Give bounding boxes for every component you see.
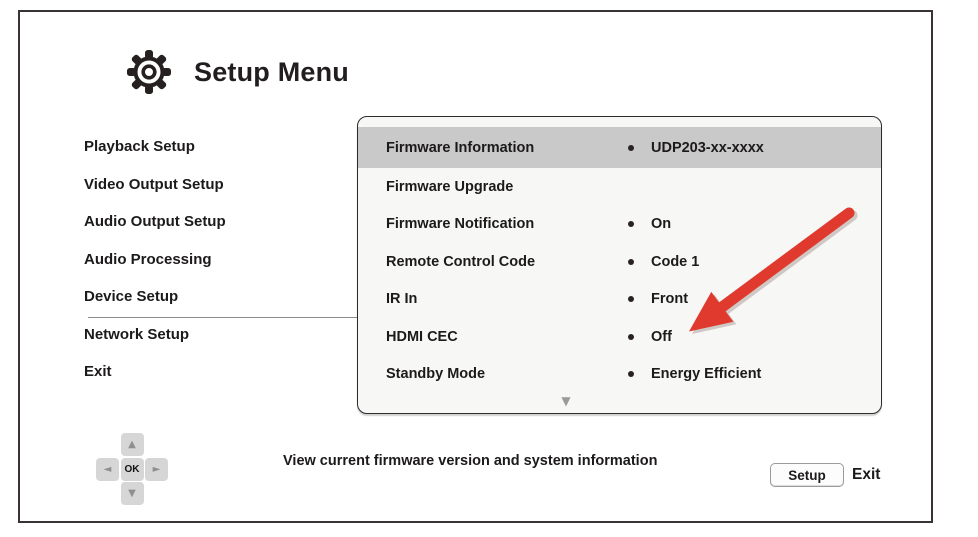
setting-row-firmware-notification[interactable]: Firmware Notification On <box>358 206 881 244</box>
settings-rows: Firmware Information UDP203-xx-xxxx Firm… <box>358 127 881 393</box>
dpad-right-button[interactable]: ► <box>145 457 168 481</box>
settings-panel: Firmware Information UDP203-xx-xxxx Firm… <box>357 116 882 414</box>
setting-label: Firmware Information <box>386 139 535 156</box>
setting-value: Code 1 <box>651 253 700 270</box>
setting-row-firmware-upgrade[interactable]: Firmware Upgrade <box>358 168 881 206</box>
sidebar-divider <box>88 317 360 318</box>
sidebar-item-label: Playback Setup <box>84 138 195 156</box>
bullet-icon <box>628 333 634 340</box>
sidebar-item-label: Network Setup <box>84 325 190 343</box>
setting-label: Firmware Notification <box>386 216 535 233</box>
scroll-down-icon[interactable]: ▼ <box>561 394 571 408</box>
dpad-down-button[interactable]: ▼ <box>120 482 144 505</box>
gear-icon <box>127 50 171 94</box>
dpad-left-button[interactable]: ◄ <box>96 457 119 481</box>
sidebar-item-audio-output-setup[interactable]: Audio Output Setup <box>84 203 334 241</box>
setting-label: HDMI CEC <box>386 328 458 345</box>
sidebar: Playback Setup Video Output Setup Audio … <box>84 128 334 391</box>
setting-row-hdmi-cec[interactable]: HDMI CEC Off <box>358 318 881 356</box>
setting-label: Firmware Upgrade <box>386 178 514 195</box>
setting-row-firmware-information[interactable]: Firmware Information UDP203-xx-xxxx <box>358 127 881 168</box>
sidebar-item-label: Audio Output Setup <box>84 213 226 231</box>
setting-label: Remote Control Code <box>386 253 536 270</box>
setting-value: Off <box>651 328 672 345</box>
dpad-control: ▲ ◄ OK ► ▼ <box>96 433 168 505</box>
dpad-ok-button[interactable]: OK <box>120 457 144 481</box>
sidebar-item-label: Audio Processing <box>84 250 212 268</box>
setting-value: On <box>651 216 672 233</box>
setting-label: Standby Mode <box>386 366 486 383</box>
sidebar-item-exit[interactable]: Exit <box>84 353 334 391</box>
setup-button[interactable]: Setup <box>770 463 844 487</box>
dpad-up-button[interactable]: ▲ <box>120 433 144 456</box>
bullet-icon <box>628 371 634 378</box>
setting-row-standby-mode[interactable]: Standby Mode Energy Efficient <box>358 356 881 394</box>
page-title: Setup Menu <box>194 56 349 87</box>
setup-menu-window: Setup Menu Playback Setup Video Output S… <box>18 10 933 523</box>
sidebar-item-playback-setup[interactable]: Playback Setup <box>84 128 334 166</box>
exit-label: Exit <box>852 466 881 483</box>
sidebar-item-network-setup[interactable]: Network Setup <box>84 316 334 354</box>
sidebar-item-label: Device Setup <box>84 288 179 306</box>
sidebar-item-audio-processing[interactable]: Audio Processing <box>84 241 334 279</box>
setting-row-remote-control-code[interactable]: Remote Control Code Code 1 <box>358 243 881 281</box>
header: Setup Menu <box>125 46 349 98</box>
status-hint-text: View current firmware version and system… <box>283 453 658 469</box>
setting-value: Energy Efficient <box>651 366 762 383</box>
sidebar-item-label: Video Output Setup <box>84 175 224 193</box>
sidebar-item-video-output-setup[interactable]: Video Output Setup <box>84 166 334 204</box>
setting-value: UDP203-xx-xxxx <box>651 139 764 156</box>
bullet-icon <box>628 296 634 303</box>
footer-actions: Setup Exit <box>770 463 880 487</box>
bullet-icon <box>628 144 634 151</box>
bullet-icon <box>628 258 634 265</box>
sidebar-item-device-setup[interactable]: Device Setup <box>84 278 334 316</box>
setting-label: IR In <box>386 291 418 308</box>
setting-row-ir-in[interactable]: IR In Front <box>358 281 881 319</box>
panel-top-spacer <box>358 117 881 127</box>
sidebar-item-label: Exit <box>84 363 112 381</box>
setting-value: Front <box>651 291 689 308</box>
bullet-icon <box>628 221 634 228</box>
